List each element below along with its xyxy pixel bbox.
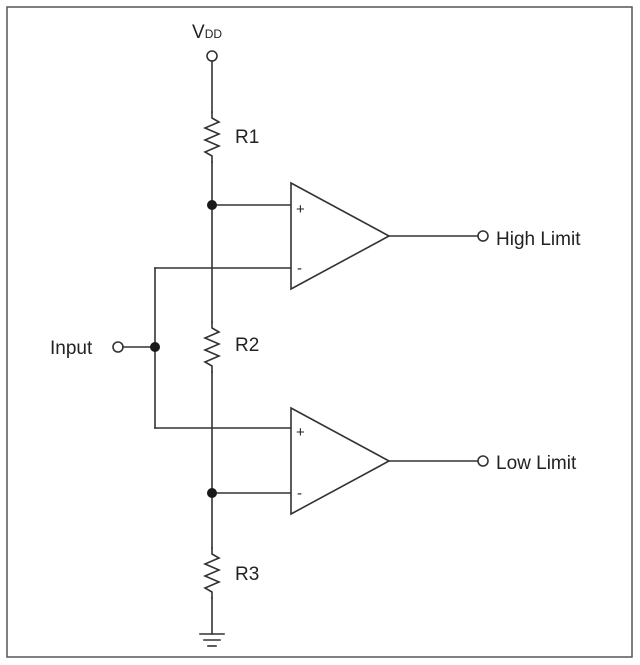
comparator-low <box>290 406 391 516</box>
comparator-high-minus-sign: - <box>297 260 302 277</box>
vdd-label-main: V <box>192 22 205 43</box>
junction-input <box>150 342 160 352</box>
r3-label: R3 <box>235 564 259 585</box>
resistor-r3 <box>202 547 222 599</box>
low-limit-terminal <box>477 455 489 467</box>
high-limit-label: High Limit <box>496 229 581 250</box>
low-limit-label: Low Limit <box>496 453 577 474</box>
r1-label: R1 <box>235 127 259 148</box>
resistor-r1 <box>202 111 222 163</box>
resistor-r2 <box>202 321 222 373</box>
ground-icon <box>199 633 225 647</box>
vdd-terminal <box>206 50 218 62</box>
vdd-label: VDD <box>192 22 222 43</box>
input-label: Input <box>50 338 93 359</box>
input-terminal <box>112 341 124 353</box>
diagram-frame <box>6 6 633 658</box>
comparator-high-plus-sign: + <box>296 201 305 218</box>
high-limit-terminal <box>477 230 489 242</box>
comparator-high <box>290 181 391 291</box>
junction-node-a <box>207 200 217 210</box>
junction-node-b <box>207 488 217 498</box>
r2-label: R2 <box>235 335 259 356</box>
vdd-label-sub: DD <box>205 27 223 41</box>
comparator-low-minus-sign: - <box>297 485 302 502</box>
comparator-low-plus-sign: + <box>296 424 305 441</box>
